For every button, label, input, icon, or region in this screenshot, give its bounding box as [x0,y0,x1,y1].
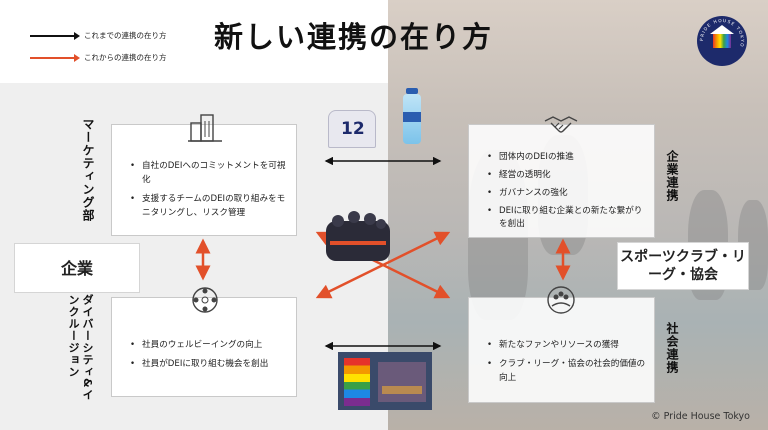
marketing-list: 自社のDEIへのコミットメントを可視化 支援するチームのDEIの取り組みをモニタ… [130,159,290,225]
list-item: 社員がDEIに取り組む機会を創出 [130,357,290,371]
list-item: 新たなファンやリソースの獲得 [487,338,652,352]
company-label: 企業 [14,243,140,293]
orange-arrow-icon [30,53,80,62]
legend-current: これまでの連携の在り方 [30,30,167,41]
list-item: 支援するチームのDEIの取り組みをモニタリングし、リスク管理 [130,192,290,220]
black-arrow-icon [30,31,80,40]
diversity-box: 社員のウェルビーイングの向上 社員がDEIに取り組む機会を創出 [111,287,297,397]
community-icon [547,286,575,314]
team-huddle-photo [322,207,394,265]
diversity-label: ダイバーシティ&インクルージョン [67,294,94,401]
corporate-list: 団体内のDEIの推進 経営の透明化 ガバナンスの強化 DEIに取り組む企業との新… [487,151,647,236]
list-item: ガバナンスの強化 [487,187,647,200]
rainbow-house-icon [710,25,734,48]
corporate-label: 企業連携 [665,150,679,202]
marketing-box: 自社のDEIへのコミットメントを可視化 支援するチームのDEIの取り組みをモニタ… [111,114,297,236]
corporate-box: 団体内のDEIの推進 経営の透明化 ガバナンスの強化 DEIに取り組む企業との新… [468,116,655,238]
legend-new: これからの連携の在り方 [30,52,167,63]
marketing-label: マーケティング部 [81,118,95,222]
list-item: 経営の透明化 [487,169,647,182]
cross-arrow-2 [315,231,451,299]
building-icon [188,114,222,142]
page-title: 新しい連携の在り方 [214,20,494,54]
sports-label: スポーツクラブ・リーグ・協会 [617,242,749,290]
list-item: 団体内のDEIの推進 [487,151,647,164]
social-list: 新たなファンやリソースの獲得 クラブ・リーグ・協会の社会的価値の向上 [487,338,652,390]
jersey-number: 12 [341,119,365,139]
legend-new-label: これからの連携の在り方 [84,53,167,62]
jersey-and-bottle-photo: 12 [328,108,386,148]
copyright-credit: © Pride House Tokyo [651,411,750,422]
diversity-list: 社員のウェルビーイングの向上 社員がDEIに取り組む機会を創出 [130,338,290,376]
list-item: 社員のウェルビーイングの向上 [130,338,290,352]
social-box: 新たなファンやリソースの獲得 クラブ・リーグ・協会の社会的価値の向上 [468,286,655,403]
pride-house-logo: PRIDE HOUSE TOKYO [697,16,747,66]
list-item: DEIに取り組む企業との新たな繋がりを創出 [487,205,647,231]
water-bottle-photo [402,88,422,144]
list-item: クラブ・リーグ・協会の社会的価値の向上 [487,357,652,385]
pride-event-photo [338,352,432,410]
people-circle-icon [192,287,218,313]
legend-current-label: これまでの連携の在り方 [84,31,167,40]
handshake-icon [544,116,578,133]
header: これまでの連携の在り方 これからの連携の在り方 新しい連携の在り方 PRIDE … [0,0,768,83]
social-label: 社会連携 [665,322,679,374]
jersey-shape: 12 [328,110,376,148]
list-item: 自社のDEIへのコミットメントを可視化 [130,159,290,187]
